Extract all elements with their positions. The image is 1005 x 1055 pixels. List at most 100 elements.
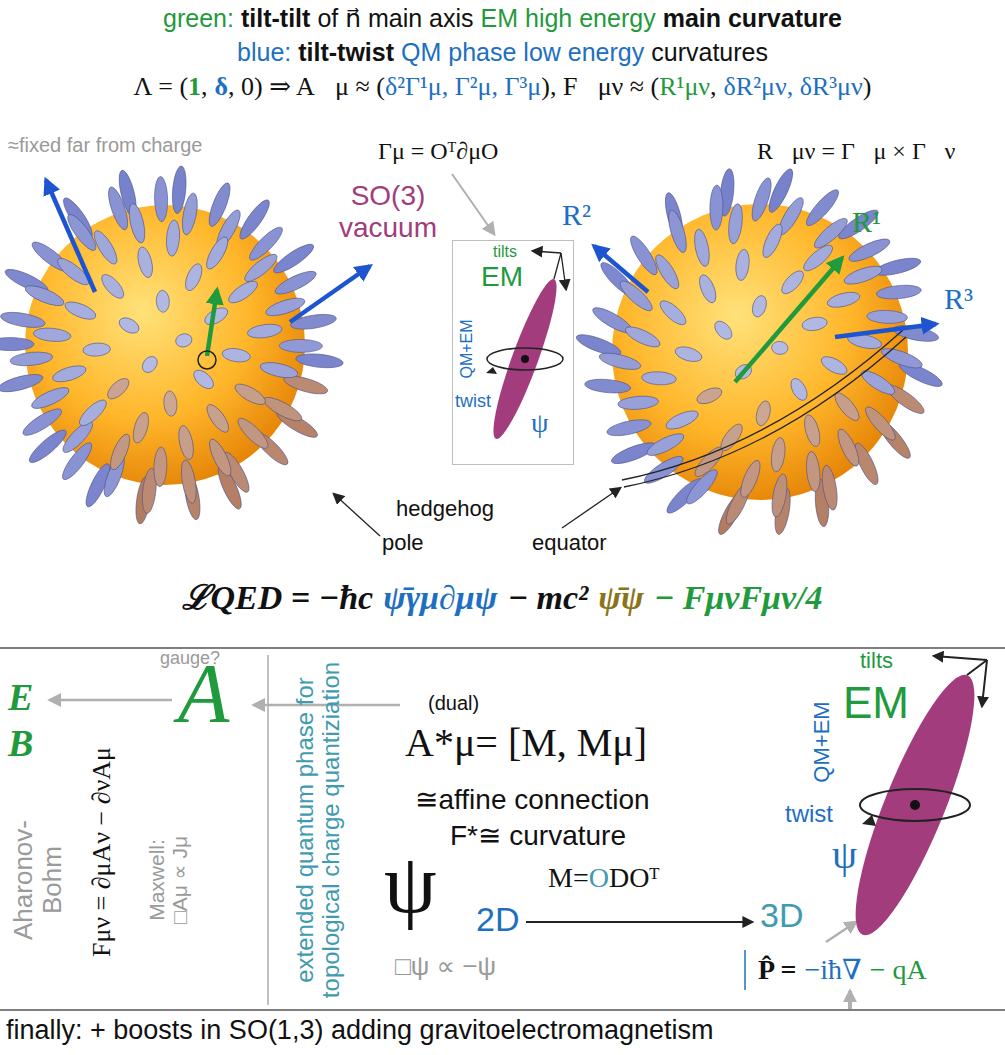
ellipsoid <box>484 275 567 444</box>
spike <box>203 401 233 435</box>
text-label: blue: <box>237 38 291 67</box>
leader-line <box>452 174 494 234</box>
inset-box: tiltsEMQM+EMtwistψ <box>452 240 574 465</box>
spike <box>179 459 199 504</box>
spike <box>641 371 676 386</box>
flow-arrow <box>50 699 172 702</box>
spike <box>759 222 786 261</box>
text-label: δ²Γ¹μ, Γ²μ, Γ³μ <box>385 72 541 102</box>
text-label: 3D <box>760 896 803 935</box>
spike <box>737 458 764 500</box>
text-row: P̂ =−iħ∇− qA <box>758 954 927 986</box>
text-label: ψ̄γμ∂μψ <box>383 578 497 617</box>
spike <box>626 233 661 278</box>
node-text: tilts <box>493 243 517 261</box>
spike <box>126 202 148 244</box>
tilt-arrow <box>982 660 987 706</box>
spike <box>879 345 924 372</box>
text-label: ≅affine connection <box>415 784 650 816</box>
text-label: Λ = ( <box>134 72 189 102</box>
spike <box>90 228 121 267</box>
flow-arrow <box>526 921 752 923</box>
spike <box>644 430 686 460</box>
spike <box>734 249 751 282</box>
text-label: O <box>589 862 609 894</box>
spike <box>259 360 299 381</box>
spike <box>598 350 642 373</box>
spike <box>801 315 828 332</box>
spike <box>182 261 205 293</box>
tilt-line <box>554 253 561 279</box>
vector-arrow <box>835 324 936 337</box>
spike <box>805 451 822 493</box>
spike <box>692 228 712 268</box>
spike <box>23 282 66 310</box>
text-label: R³ <box>944 282 973 317</box>
text-label: tilt-tilt <box>241 4 310 33</box>
text-label: − qA <box>870 954 927 986</box>
text-label: DOᵀ <box>609 862 660 894</box>
text-label: A*μ= [M, Mμ] <box>405 720 647 766</box>
spike <box>232 380 268 408</box>
spike <box>0 371 44 395</box>
spike <box>769 473 790 518</box>
text-label: ψ̄ψ <box>598 578 643 617</box>
spike <box>107 432 134 472</box>
text-label: twist <box>785 800 833 828</box>
spike <box>0 337 34 350</box>
spike <box>652 252 683 292</box>
spike <box>226 277 261 307</box>
spike <box>33 327 72 343</box>
spike <box>234 414 272 452</box>
text-label: hedgehog <box>396 496 494 521</box>
text-row: M=ODOᵀ <box>548 862 660 894</box>
text-label: tilts <box>860 648 893 673</box>
text-label: ψ <box>384 842 437 926</box>
text-label: ), F⃗μν ≈ ( <box>541 72 659 102</box>
text-label: green: <box>163 4 234 33</box>
text-row: blue:tilt-twistQM phase low energycurvat… <box>0 38 1005 67</box>
vector-arrow <box>290 266 370 322</box>
twist-ring <box>487 348 563 370</box>
text-label: QM+EM <box>810 701 834 782</box>
spike <box>179 192 200 236</box>
spike <box>750 294 769 319</box>
tilt-arrow <box>561 253 566 289</box>
separator <box>0 647 1005 649</box>
flow-arrow <box>826 922 856 942</box>
spike <box>771 341 789 356</box>
text-label: ℒQED = −ħc <box>182 578 373 617</box>
spike <box>769 437 787 473</box>
equator-line <box>624 337 906 487</box>
spike <box>76 396 110 429</box>
text-label: 1 <box>188 72 201 102</box>
text-label: M= <box>548 862 589 894</box>
separator <box>267 655 269 1005</box>
spike <box>261 393 305 425</box>
flow-arrow <box>848 991 852 1009</box>
spike <box>59 418 97 457</box>
spike <box>858 367 898 399</box>
text-label: Aharonov-Bohm <box>9 805 66 955</box>
spike <box>98 271 128 302</box>
spike <box>727 203 745 245</box>
spike <box>584 378 631 395</box>
spike <box>664 407 701 433</box>
spike <box>606 417 653 439</box>
vector-arrow <box>46 180 95 292</box>
node-text: ψ <box>531 407 549 439</box>
spike <box>135 246 155 280</box>
text-label: R¹μν <box>659 72 710 102</box>
spike <box>176 424 196 461</box>
spike <box>246 322 282 340</box>
spike <box>10 350 54 367</box>
leader-line <box>562 488 620 528</box>
spike <box>834 427 863 469</box>
spike <box>104 375 132 403</box>
spike <box>154 176 168 222</box>
text-row: Λ = (1,δ, 0) ⇒ A⃗μ ≈ (δ²Γ¹μ, Γ²μ, Γ³μ), … <box>0 72 1005 102</box>
spike <box>876 284 922 301</box>
spike <box>861 403 899 444</box>
spike <box>272 267 318 298</box>
text-label: tilt-twist <box>298 38 394 67</box>
